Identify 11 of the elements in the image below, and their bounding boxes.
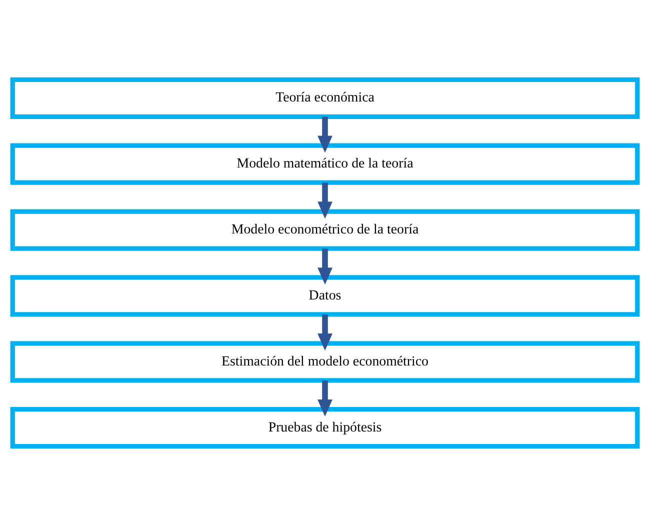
- node-box: Teoría económica: [10, 76, 640, 118]
- arrow: [318, 116, 332, 152]
- arrow: [318, 314, 332, 350]
- arrow: [318, 248, 332, 284]
- node-box: Estimación del modelo econométrico: [10, 340, 640, 382]
- arrow: [318, 380, 332, 416]
- arrow: [318, 182, 332, 218]
- node-box: Modelo matemático de la teoría: [10, 142, 640, 184]
- node-box: Datos: [10, 274, 640, 316]
- node-box: Modelo econométrico de la teoría: [10, 208, 640, 250]
- node-box: Pruebas de hipótesis: [10, 406, 640, 448]
